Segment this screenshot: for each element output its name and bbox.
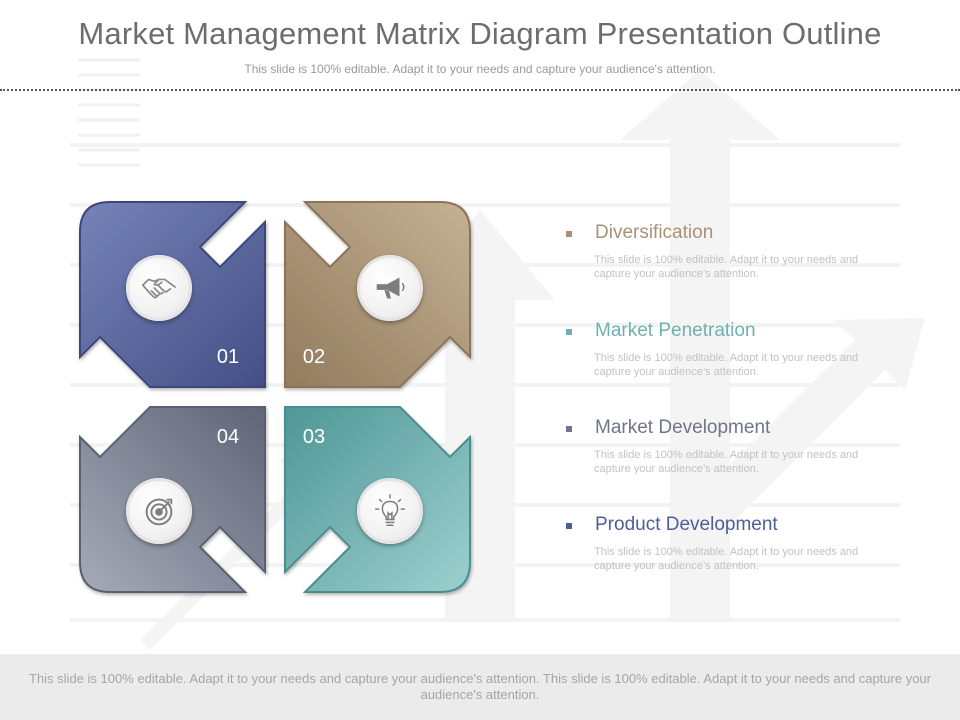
list-bullet — [566, 329, 572, 335]
megaphone-icon — [376, 277, 405, 299]
list-bullet — [566, 231, 572, 237]
quadrant-04-number: 04 — [216, 426, 240, 448]
slide-title: Market Management Matrix Diagram Present… — [78, 16, 882, 51]
list-item-heading: Market Penetration — [595, 320, 756, 341]
target-icon — [145, 498, 173, 526]
quadrant-02-number: 02 — [302, 346, 326, 368]
quadrant-01-icon-circle — [126, 255, 192, 321]
list-item-description: This slide is 100% editable. Adapt it to… — [594, 449, 859, 475]
quadrant-01-number: 01 — [216, 346, 240, 368]
quadrant-04-icon-circle — [126, 478, 192, 544]
list-item-heading: Market Development — [595, 417, 771, 438]
matrix-shapes — [79, 201, 471, 593]
slide-subtitle: This slide is 100% editable. Adapt it to… — [244, 62, 716, 76]
handshake-icon — [141, 278, 177, 299]
matrix-diagram: 01 02 03 04 — [70, 192, 480, 602]
lightbulb-icon — [374, 494, 406, 527]
list-item-description: This slide is 100% editable. Adapt it to… — [594, 254, 859, 280]
quadrant-03-icon-circle — [357, 478, 423, 544]
quadrant-02-icon-circle — [357, 255, 423, 321]
list-item-description: This slide is 100% editable. Adapt it to… — [594, 352, 859, 378]
footer-bar: This slide is 100% editable. Adapt it to… — [0, 654, 960, 720]
list-item-description: This slide is 100% editable. Adapt it to… — [594, 546, 859, 572]
quadrant-03-number: 03 — [302, 426, 326, 448]
title-divider — [0, 89, 960, 91]
list-item-heading: Product Development — [595, 514, 778, 535]
list-item-heading: Diversification — [595, 222, 714, 243]
list-bullet — [566, 523, 572, 529]
footer-text: This slide is 100% editable. Adapt it to… — [29, 671, 931, 702]
list-bullet — [566, 426, 572, 432]
